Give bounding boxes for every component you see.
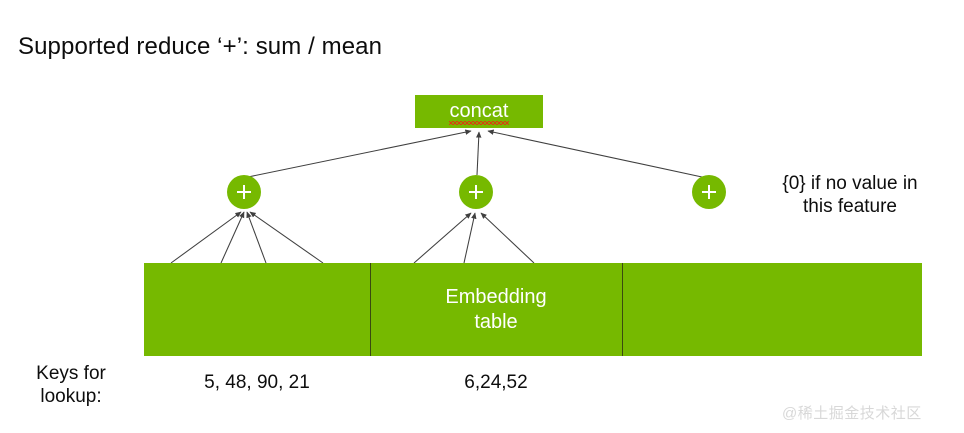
embedding-table-divider-1 xyxy=(370,263,371,356)
keys-for-lookup-label: Keys for lookup: xyxy=(18,363,124,409)
empty-feature-note: {0} if no value in this feature xyxy=(752,172,948,218)
reduce-plus-2[interactable] xyxy=(459,175,493,209)
concat-node[interactable]: concat xyxy=(415,95,543,128)
embedding-table[interactable]: Embedding table xyxy=(144,263,922,356)
keys-group-2: 6,24,52 xyxy=(464,372,528,393)
concat-node-label: concat xyxy=(448,100,510,125)
embedding-table-caption-line1: Embedding xyxy=(445,286,547,309)
embedding-table-caption-line2: table xyxy=(474,310,518,333)
reduce-plus-1[interactable] xyxy=(227,175,261,209)
reduce-plus-3[interactable] xyxy=(692,175,726,209)
watermark: @稀土掘金技术社区 xyxy=(782,405,922,422)
embedding-table-divider-2 xyxy=(622,263,623,356)
embedding-table-segment-1[interactable] xyxy=(144,263,370,356)
page-title: Supported reduce ‘+’: sum / mean xyxy=(18,33,383,60)
empty-feature-note-line2: this feature xyxy=(803,196,897,218)
embedding-table-segment-2[interactable]: Embedding table xyxy=(370,263,622,356)
keys-group-1: 5, 48, 90, 21 xyxy=(204,372,310,393)
keys-for-lookup-label-line2: lookup: xyxy=(40,385,102,407)
keys-for-lookup-label-line1: Keys for xyxy=(36,363,106,384)
empty-feature-note-line1: {0} if no value in xyxy=(782,173,918,194)
embedding-table-caption: Embedding table xyxy=(445,285,546,334)
embedding-table-segment-3[interactable] xyxy=(622,263,922,356)
